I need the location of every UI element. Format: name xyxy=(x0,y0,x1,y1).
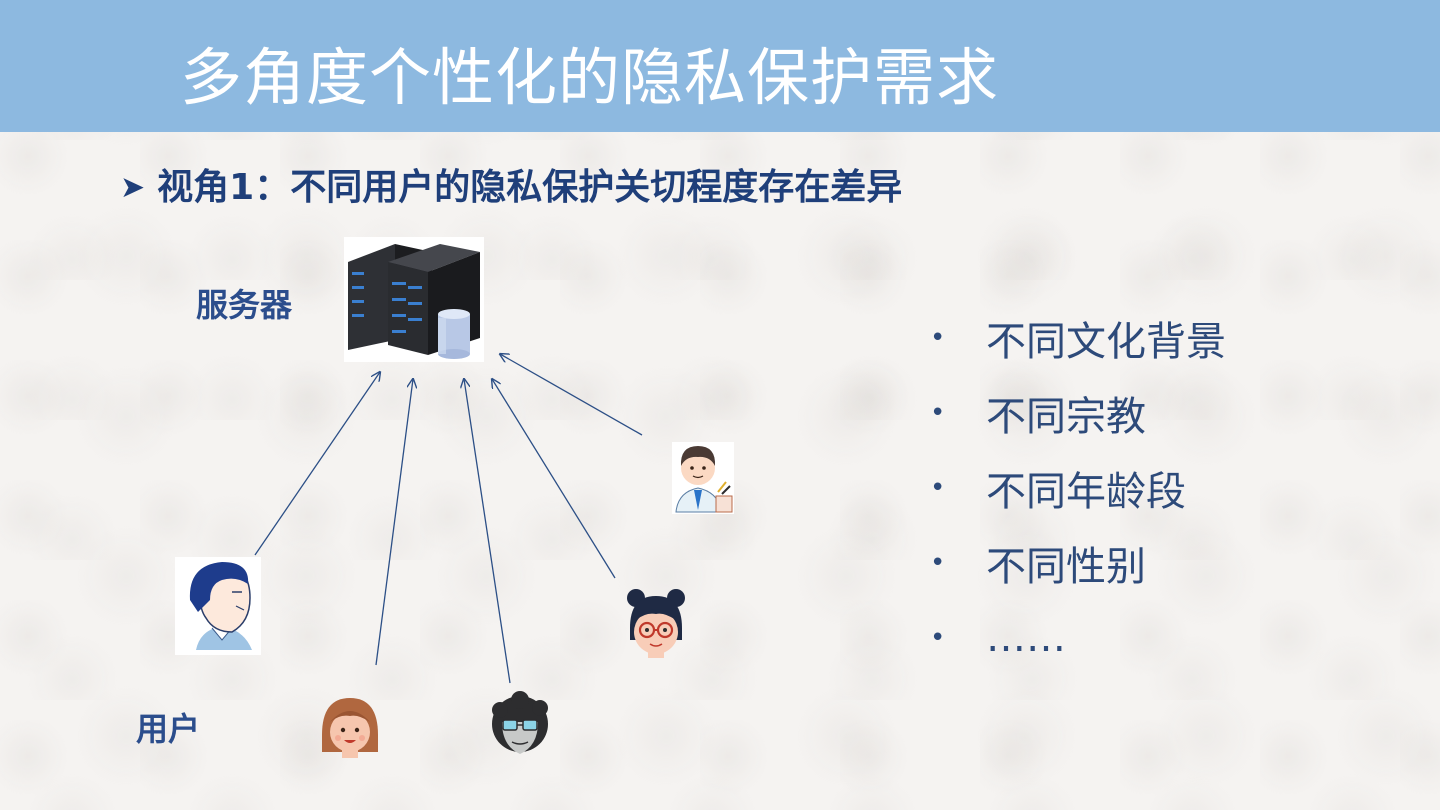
slide-title: 多角度个性化的隐私保护需求 xyxy=(180,41,1000,114)
list-item: • 不同性别 xyxy=(930,525,1226,600)
bullet-dot: • xyxy=(930,622,946,653)
subtitle-text: 视角1：不同用户的隐私保护关切程度存在差异 xyxy=(157,167,903,208)
arrow-bullet-icon: ➤ xyxy=(120,170,146,205)
server-rack-icon xyxy=(344,237,484,362)
bullet-dot: • xyxy=(930,397,946,428)
arrow-line xyxy=(492,379,616,579)
glasses-girl-avatar-icon xyxy=(627,589,685,658)
list-item-text: 不同性别 xyxy=(986,543,1146,590)
list-item: • 不同年龄段 xyxy=(930,450,1226,525)
scientist-avatar-icon xyxy=(672,442,734,514)
arrow-line xyxy=(500,354,643,436)
list-item-text: 不同年龄段 xyxy=(986,468,1186,515)
arrow-line xyxy=(254,372,380,556)
girl-avatar-icon xyxy=(322,698,378,758)
list-item: • 不同宗教 xyxy=(930,375,1226,450)
list-item-text: 不同宗教 xyxy=(986,393,1146,440)
bullet-dot: • xyxy=(930,322,946,353)
title-bar: 多角度个性化的隐私保护需求 xyxy=(0,0,1440,132)
arrow-line xyxy=(464,379,511,684)
users-label: 用户 xyxy=(136,710,201,748)
list-item-text: …… xyxy=(986,614,1066,661)
list-item: • 不同文化背景 xyxy=(930,300,1226,375)
bullet-dot: • xyxy=(930,547,946,578)
bullet-list: • 不同文化背景 • 不同宗教 • 不同年龄段 • 不同性别 • …… xyxy=(930,300,1226,675)
subtitle: ➤ 视角1：不同用户的隐私保护关切程度存在差异 xyxy=(120,160,902,216)
server-label: 服务器 xyxy=(196,286,293,324)
bullet-dot: • xyxy=(930,472,946,503)
list-item-text: 不同文化背景 xyxy=(986,318,1226,365)
arrow-line xyxy=(375,379,413,666)
list-item: • …… xyxy=(930,600,1226,675)
man-avatar-icon xyxy=(175,557,261,655)
elder-avatar-icon xyxy=(492,691,548,754)
